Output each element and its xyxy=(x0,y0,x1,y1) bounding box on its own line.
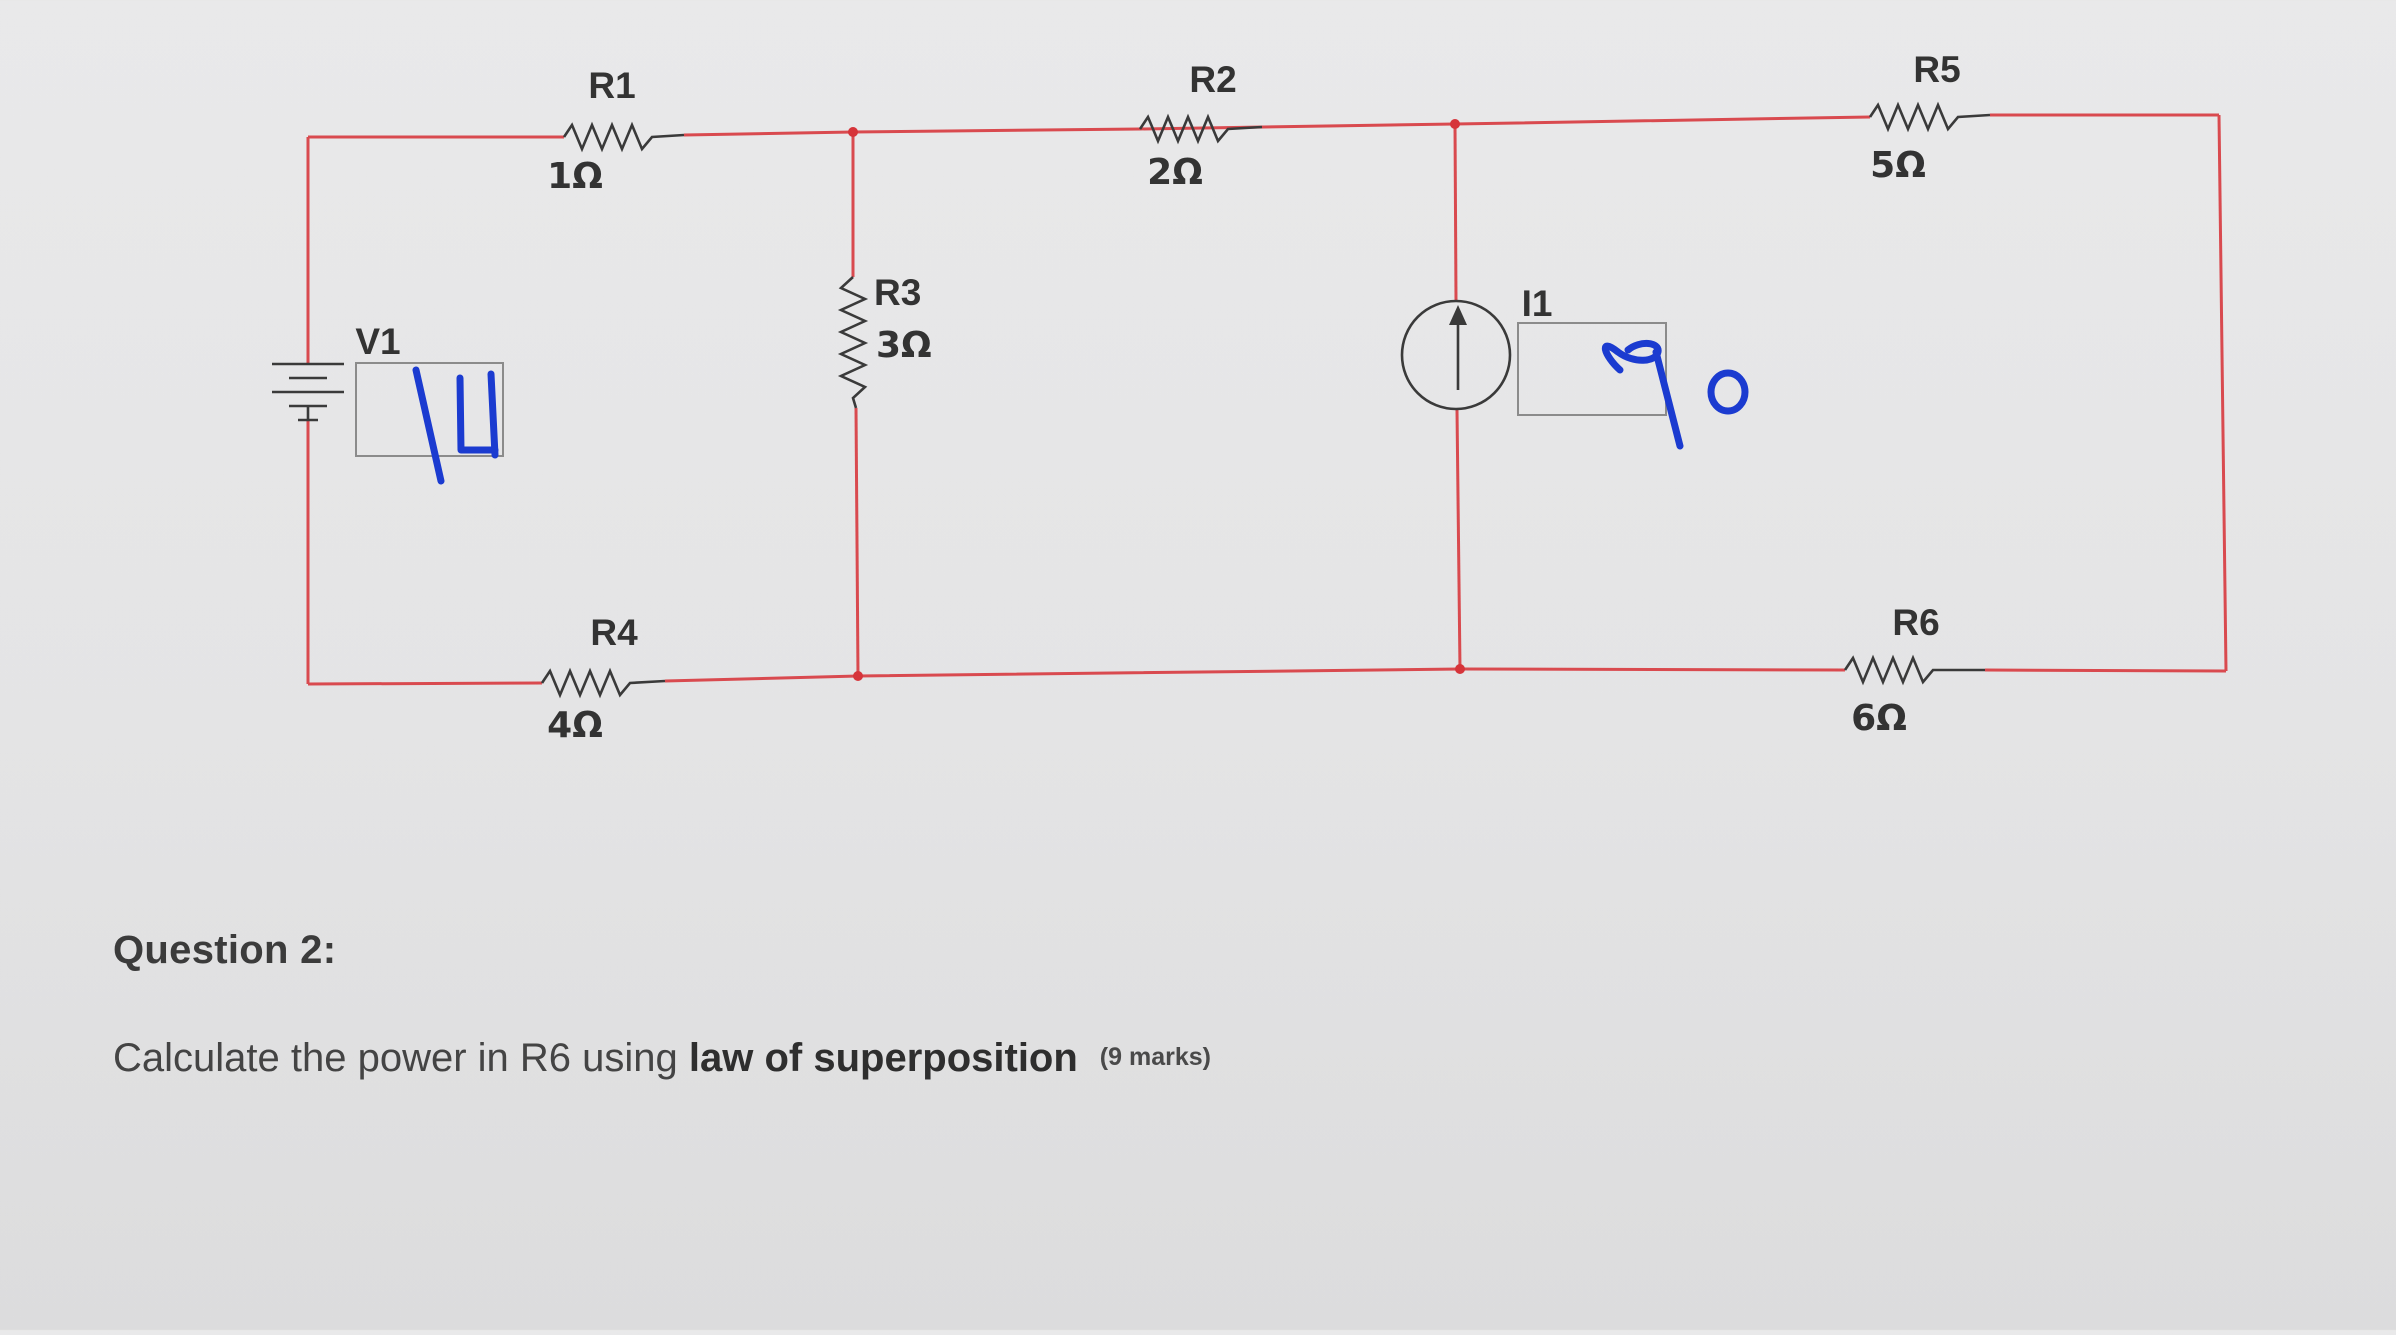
junction-nodes xyxy=(848,119,1465,681)
r5-resistor-symbol xyxy=(1868,101,1991,133)
r4-value: 4Ω xyxy=(547,705,603,746)
i1-label: I1 xyxy=(1522,283,1553,324)
node-top-left xyxy=(848,127,858,137)
right-wire xyxy=(2217,114,2228,672)
r1-value: 1Ω xyxy=(547,156,603,197)
r6-resistor-symbol xyxy=(1843,654,1985,686)
r2-resistor-symbol xyxy=(1138,113,1263,145)
question-prompt-emphasis: law of superposition xyxy=(688,1036,1078,1080)
question-title: Question 2: xyxy=(113,928,337,972)
current-source-symbol xyxy=(1400,299,1512,411)
i1-handwritten-value xyxy=(1601,340,1749,450)
i1-value-box xyxy=(1517,322,1667,416)
v1-handwritten-value xyxy=(412,366,499,485)
r1-resistor-symbol xyxy=(562,121,685,153)
node-bottom-left xyxy=(853,671,863,681)
v1-value-box xyxy=(355,362,504,457)
r6-label: R6 xyxy=(1892,602,1939,643)
r2-label: R2 xyxy=(1189,59,1236,100)
r5-value: 5Ω xyxy=(1870,145,1926,186)
battery-symbol xyxy=(272,362,344,422)
r3-wire-bottom xyxy=(854,407,860,677)
bottom-wire xyxy=(307,667,2227,686)
node-top-right xyxy=(1450,119,1460,129)
r2-value: 2Ω xyxy=(1147,152,1203,193)
r4-label: R4 xyxy=(590,612,638,653)
i1-wire-top xyxy=(1453,123,1458,301)
circuit-wires xyxy=(306,113,2228,686)
v1-label: V1 xyxy=(355,321,400,362)
question-prompt: Calculate the power in R6 using law of s… xyxy=(113,1036,1211,1081)
node-bottom-right xyxy=(1455,664,1465,674)
r3-resistor-symbol xyxy=(837,276,869,409)
r5-label: R5 xyxy=(1913,49,1960,90)
r1-label: R1 xyxy=(588,65,635,106)
r4-resistor-symbol xyxy=(540,667,666,699)
r3-value: 3Ω xyxy=(876,325,932,366)
question-marks: (9 marks) xyxy=(1099,1043,1211,1071)
r6-value: 6Ω xyxy=(1851,698,1907,739)
question-prompt-text: Calculate the power in R6 using xyxy=(113,1036,689,1080)
i1-wire-bottom xyxy=(1455,409,1462,670)
r3-label: R3 xyxy=(874,272,921,313)
